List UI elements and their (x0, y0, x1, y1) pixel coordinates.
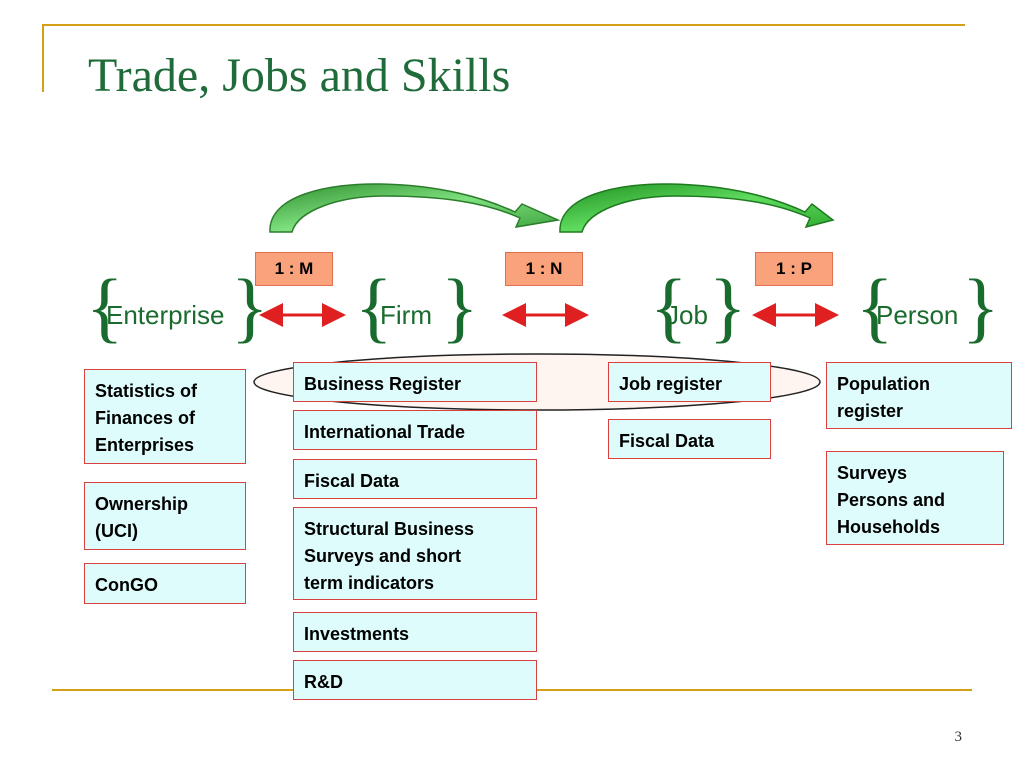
entity-person: Person (876, 300, 959, 330)
brace-left-job: { (650, 263, 688, 350)
brace-left-enterprise: { (86, 263, 124, 350)
brace-right-firm: } (441, 263, 479, 350)
source-label: Fiscal Data (304, 471, 400, 491)
source-label: Investments (304, 624, 410, 644)
source-box-firm: Investments (293, 612, 537, 652)
brace-right-job: } (709, 263, 747, 350)
brace-left-firm: { (355, 263, 393, 350)
source-label: ConGO (95, 575, 158, 595)
source-label: Business Register (304, 374, 462, 394)
source-label: Ownership (UCI) (95, 494, 189, 541)
ratio-enterprise-firm: 1 : M (255, 252, 333, 286)
source-box-firm: Fiscal Data (293, 459, 537, 499)
ratio-firm-job: 1 : N (505, 252, 583, 286)
source-label: R&D (304, 672, 343, 692)
source-label: Statistics of Finances of Enterprises (95, 381, 198, 455)
source-box-job: Fiscal Data (608, 419, 771, 459)
source-box-firm: Business Register (293, 362, 537, 402)
source-box-enterprise: ConGO (84, 563, 246, 604)
entity-enterprise: Enterprise (106, 300, 225, 330)
page-number: 3 (954, 729, 963, 745)
source-label: Surveys Persons and Households (837, 463, 946, 537)
page-title: Trade, Jobs and Skills (88, 49, 511, 102)
source-box-firm: Structural Business Surveys and short te… (293, 507, 537, 600)
source-box-person: Population register (826, 362, 1012, 429)
source-label: Structural Business Surveys and short te… (304, 519, 475, 593)
source-box-firm: International Trade (293, 410, 537, 450)
curved-arrow-enterprise-firm (269, 183, 561, 233)
entity-firm: Firm (380, 300, 432, 330)
brace-left-person: { (856, 263, 894, 350)
ratio-job-person: 1 : P (755, 252, 833, 286)
source-label: Fiscal Data (619, 431, 715, 451)
source-box-person: Surveys Persons and Households (826, 451, 1004, 545)
source-box-firm: R&D (293, 660, 537, 700)
source-box-job: Job register (608, 362, 771, 402)
source-box-enterprise: Ownership (UCI) (84, 482, 246, 550)
brace-right-person: } (962, 263, 1000, 350)
curved-arrow-job-person (559, 183, 835, 233)
source-box-enterprise: Statistics of Finances of Enterprises (84, 369, 246, 464)
source-label: Job register (619, 374, 723, 394)
source-label: Population register (837, 374, 930, 421)
source-label: International Trade (304, 422, 466, 442)
entity-job: Job (666, 300, 708, 330)
